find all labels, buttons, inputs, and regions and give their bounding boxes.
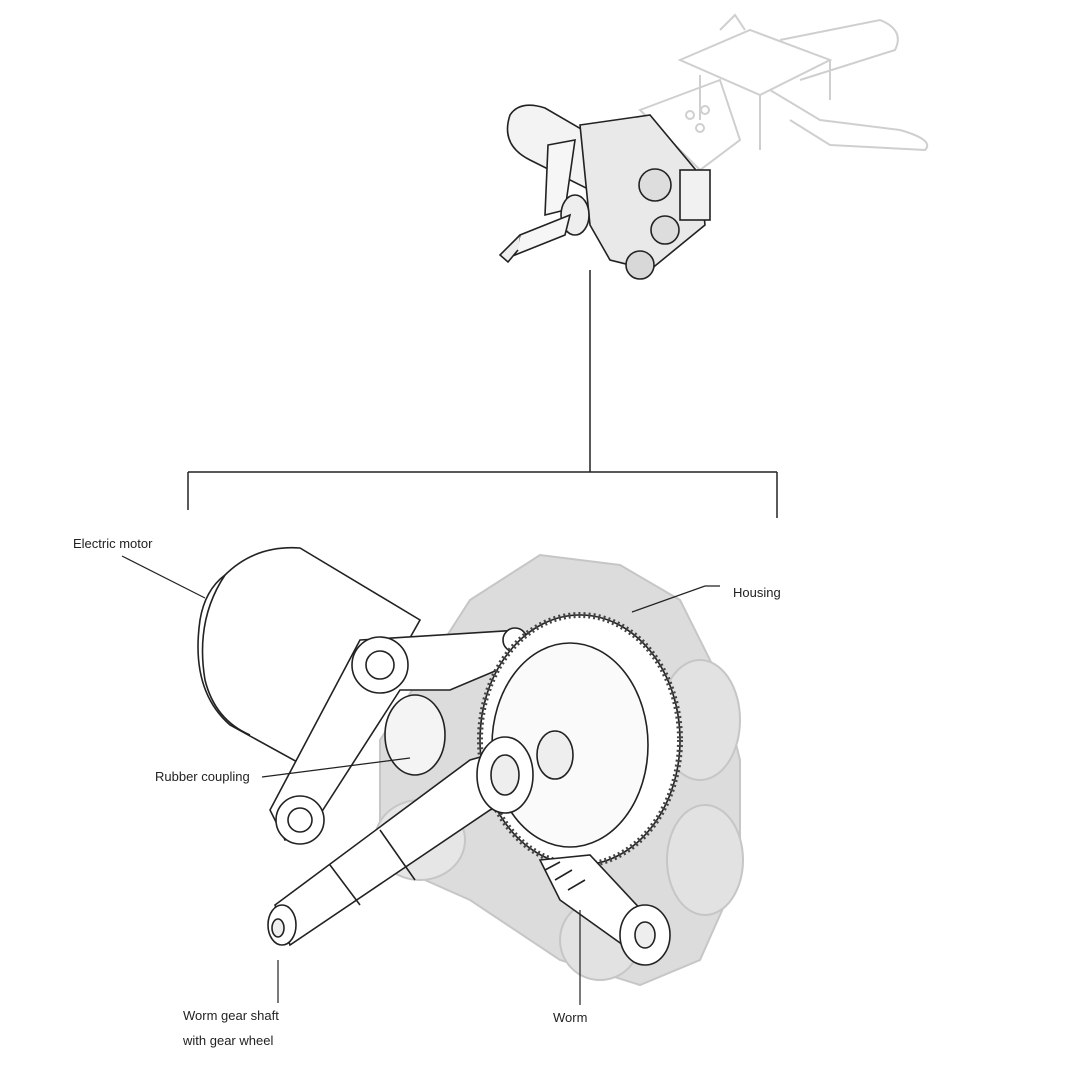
label-worm: Worm — [553, 1010, 588, 1025]
steering-column-ghost — [638, 13, 929, 172]
worm-gear-shaft — [267, 736, 534, 947]
steering-column-unit — [498, 104, 711, 280]
rubber-coupling — [269, 627, 547, 845]
label-housing: Housing — [733, 585, 781, 600]
label-rubber-coupling: Rubber coupling — [155, 769, 250, 784]
label-electric-motor: Electric motor — [73, 536, 153, 551]
label-worm-gear-shaft-line2: with gear wheel — [183, 1033, 274, 1048]
worm — [538, 854, 671, 966]
leader-lines — [121, 555, 720, 1005]
gear-wheel — [477, 612, 683, 868]
connector-lines — [187, 270, 778, 518]
electric-motor — [197, 546, 422, 782]
label-worm-gear-shaft-line1: Worm gear shaft — [183, 1008, 279, 1023]
